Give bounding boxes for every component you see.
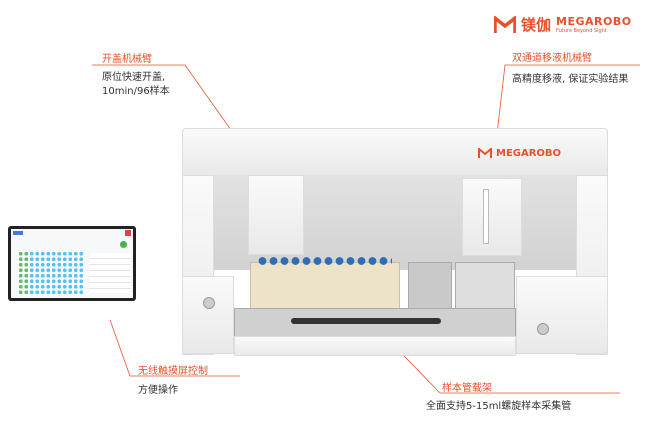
callout-title: 开盖机械臂 bbox=[102, 54, 152, 65]
sample-tube-rack bbox=[250, 255, 400, 310]
machine-left-base bbox=[182, 276, 234, 354]
right-button[interactable] bbox=[537, 323, 549, 335]
callout-decapper-arm: 开盖机械臂 原位快速开盖, 10min/96样本 bbox=[102, 50, 170, 99]
callout-text: 方便操作 bbox=[138, 385, 178, 396]
callout-text: 全面支持5-15ml螺旋样本采集管 bbox=[426, 401, 572, 412]
callout-title: 无线触摸屏控制 bbox=[138, 366, 208, 377]
callout-title: 样本管载架 bbox=[442, 383, 492, 394]
brand-logo: 镁伽 MEGAROBO Future Beyond Sight bbox=[494, 14, 632, 35]
drawer[interactable] bbox=[234, 308, 516, 338]
megarobo-logo-icon bbox=[478, 148, 492, 158]
machine-right-base bbox=[516, 276, 608, 354]
callout-touchscreen: 无线触摸屏控制 方便操作 bbox=[138, 362, 208, 398]
megarobo-logo-icon bbox=[494, 15, 516, 33]
machine-logo: MEGAROBO bbox=[496, 148, 562, 159]
left-button[interactable] bbox=[203, 297, 215, 309]
callout-text: 原位快速开盖, bbox=[102, 72, 166, 83]
sample-tubes bbox=[257, 255, 392, 267]
brand-name-en: MEGAROBO bbox=[556, 15, 632, 28]
brand-tagline: Future Beyond Sight bbox=[556, 28, 607, 34]
brand-name-cn: 镁伽 bbox=[521, 16, 552, 34]
drawer-handle[interactable] bbox=[291, 318, 441, 324]
callout-text: 高精度移液, 保证实验结果 bbox=[512, 74, 629, 85]
tablet-screen bbox=[11, 229, 133, 298]
callout-title: 双通道移液机械臂 bbox=[512, 53, 592, 64]
decapper-arm bbox=[248, 175, 304, 255]
well-plate-grid bbox=[18, 251, 84, 295]
callout-sample-rack: 样本管载架 全面支持5-15ml螺旋样本采集管 bbox=[426, 379, 571, 414]
callout-pipetting-arm: 双通道移液机械臂 高精度移液, 保证实验结果 bbox=[512, 49, 628, 87]
pipetting-arm bbox=[462, 178, 522, 256]
touchscreen-tablet bbox=[8, 226, 136, 301]
callout-text: 10min/96样本 bbox=[102, 86, 170, 97]
machine-top-hood: MEGAROBO bbox=[182, 128, 608, 176]
machine-front-base bbox=[234, 336, 516, 356]
